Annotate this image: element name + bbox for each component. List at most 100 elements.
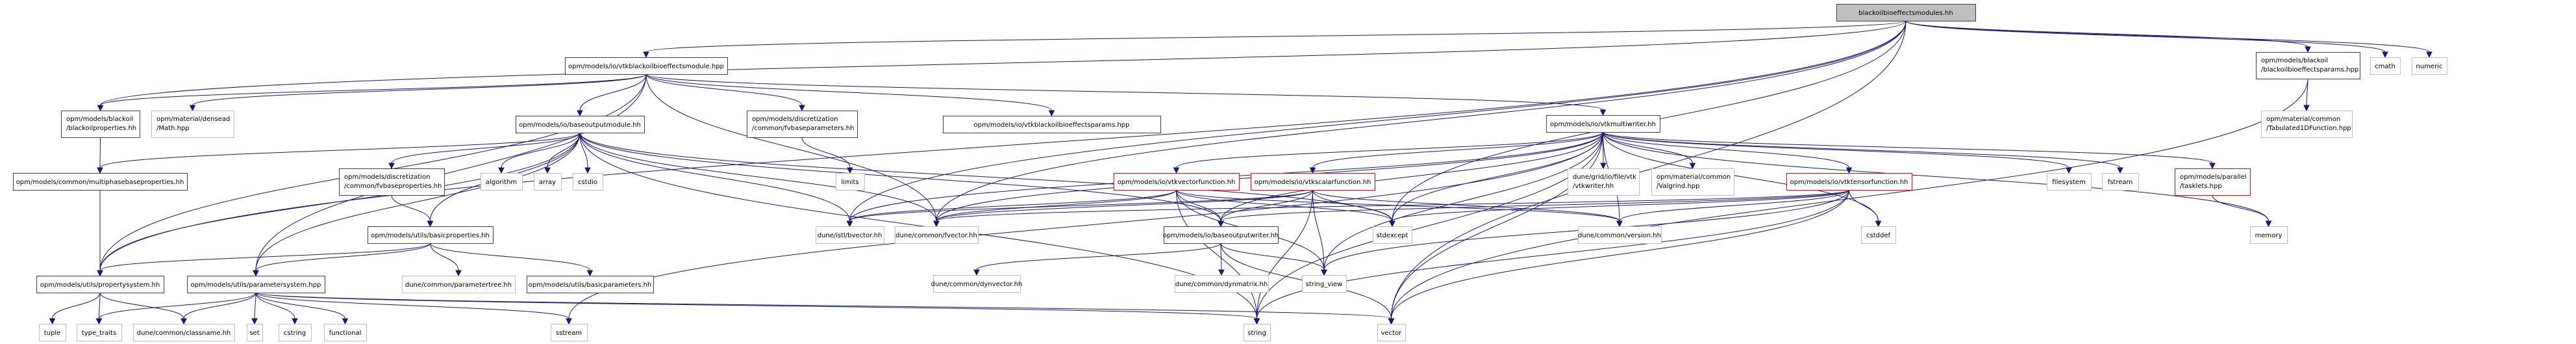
node-vtkscalar[interactable]: opm/models/io/vtkscalarfunction.hh [1251,173,1375,191]
edge-vtkbiomod-to-densead [189,73,647,112]
node-label: sstream [556,330,582,337]
node-label: opm/models/io/vtkmultiwriter.hh [1550,121,1656,128]
edge-paramsys-to-string [255,292,1260,325]
edge-vtkmulti-to-sstream [566,131,1603,325]
edge-fvbaseprops-to-basicprops [391,194,434,228]
node-dynmatrix: dune/common/dynmatrix.hh [1175,275,1269,293]
arrowhead-icon [2066,167,2072,174]
arrowhead-icon [544,167,551,174]
edge-root-to-numeric [1905,20,2432,59]
arrowhead-icon [97,270,103,277]
node-box [2102,173,2139,191]
edge-vtktensor-to-baseoutwriter [1218,189,1849,228]
node-bioparams[interactable]: opm/models/blackoil/blackoilbioeffectspa… [2256,52,2360,79]
edge-vtkbiomod-to-vtkbioparams [645,73,1055,117]
node-box [279,324,312,341]
node-box [565,57,728,75]
edge-paramsys-to-classname [181,292,256,325]
arrowhead-icon [1389,220,1395,228]
node-blackoilprops[interactable]: opm/models/blackoil/blackoilproperties.h… [61,111,140,138]
edge-root-to-bioparams [1905,20,2311,53]
node-sstream: sstream [551,324,588,341]
node-paramsys[interactable]: opm/models/utils/parametersystem.hpp [187,276,325,293]
arrowhead-icon [97,167,103,174]
edge-baseoutmod-to-multiphase [97,132,581,174]
node-fvbaseprops[interactable]: opm/models/discretization/common/fvbasep… [339,168,445,196]
node-vtkvector[interactable]: opm/models/io/vtkvectorfunction.hh [1114,173,1240,191]
node-label: opm/models/blackoil [2261,57,2328,64]
node-label: string_view [1306,281,1343,288]
node-vtktensor[interactable]: opm/models/io/vtktensorfunction.hh [1786,173,1912,191]
edge-bioparams-to-vector [1388,78,2308,325]
node-box [61,111,140,138]
node-box [13,173,188,191]
node-box [1786,173,1912,191]
arrowhead-icon [1875,220,1882,228]
node-label: dune/istl/bvector.hh [818,232,882,239]
edge-propsys-to-classname [99,292,187,325]
node-box [527,276,654,293]
node-classname: dune/common/classname.hh [133,324,235,341]
node-label: string [1247,330,1266,337]
node-box [2370,57,2401,75]
arrowhead-icon [388,163,395,170]
node-box [324,324,367,341]
edge-baseoutmod-to-fvbaseprops [388,132,581,170]
node-label: memory [2255,232,2282,239]
edge-vtkvector-to-stdexcept [1176,189,1395,228]
node-vector: vector [1377,324,1406,341]
node-tasklets[interactable]: opm/models/parallel/tasklets.hpp [2175,168,2251,196]
node-box [747,111,858,138]
node-multiphase[interactable]: opm/models/common/multiphasebaseproperti… [13,173,188,191]
edge-paramsys-to-type_traits [95,292,256,325]
edge-vtkbiomod-to-fvbaseparams [645,73,805,112]
node-label: vector [1381,330,1403,337]
node-propsys[interactable]: opm/models/utils/propertysystem.hh [36,276,164,293]
node-box [1651,168,1734,196]
edge-vtkmulti-to-valgrind [1603,131,1696,170]
edge-vtkbiomod-to-blackoilprops [97,73,647,112]
node-label: dune/common/version.hh [1578,232,1661,239]
node-box [247,324,263,341]
edge-paramsys-to-vector [255,292,1395,325]
edge-vtkmulti-to-string [1253,131,1603,325]
node-vtkbioparams[interactable]: opm/models/io/vtkblackoilbioeffectsparam… [943,116,1161,133]
node-basicprops[interactable]: opm/models/utils/basicproperties.hh [368,226,494,244]
edge-vtkvector-to-fvector [933,189,1177,228]
arrowhead-icon [1600,163,1607,170]
node-vtkmulti[interactable]: opm/models/io/vtkmultiwriter.hh [1546,115,1660,133]
node-label: opm/models/utils/basicproperties.hh [371,232,490,239]
node-layer: blackoilbioeffectsmodules.hh opm/models/i… [13,4,2447,341]
node-label: /common/fvbaseparameters.hh [752,125,854,132]
arrowhead-icon [933,220,940,228]
node-box [1546,115,1660,133]
node-label: limits [841,179,858,186]
node-box [2250,226,2288,244]
node-box [2175,168,2251,196]
node-box [516,116,645,133]
arrowhead-icon [2117,167,2123,174]
node-vtkbiomod[interactable]: opm/models/io/vtkblackoilbioeffectsmodul… [565,57,728,75]
node-limits: limits [836,173,865,191]
node-dynvector: dune/common/dynvector.hh [931,275,1022,293]
node-memory: memory [2250,226,2288,244]
node-label: blackoilbioeffectsmodules.hh [1858,10,1953,17]
node-root[interactable]: blackoilbioeffectsmodules.hh [1836,4,1976,21]
node-label: cstring [284,330,306,337]
node-paramtree: dune/common/parametertree.hh [402,276,516,293]
node-baseoutmod[interactable]: opm/models/io/baseoutputmodule.hh [516,116,645,133]
node-fvbaseparams[interactable]: opm/models/discretization/common/fvbasep… [747,111,858,138]
node-label: fstream [2108,179,2133,186]
node-label: opm/models/io/vtkblackoilbioeffectsparam… [974,122,1130,129]
node-baseoutwriter[interactable]: opm/models/io/baseoutputwriter.hh [1163,226,1279,244]
node-label: cstdio [578,179,597,186]
node-basicparams[interactable]: opm/models/utils/basicparameters.hh [527,276,654,293]
arrowhead-icon [292,318,298,325]
node-label: cmath [2375,63,2395,70]
arrowhead-icon [2303,105,2310,112]
node-algorithm: algorithm [481,173,523,191]
node-label: opm/models/io/vtktensorfunction.hh [1790,179,1908,186]
node-fvector: dune/common/fvector.hh [895,226,979,244]
arrowhead-icon [189,105,196,112]
